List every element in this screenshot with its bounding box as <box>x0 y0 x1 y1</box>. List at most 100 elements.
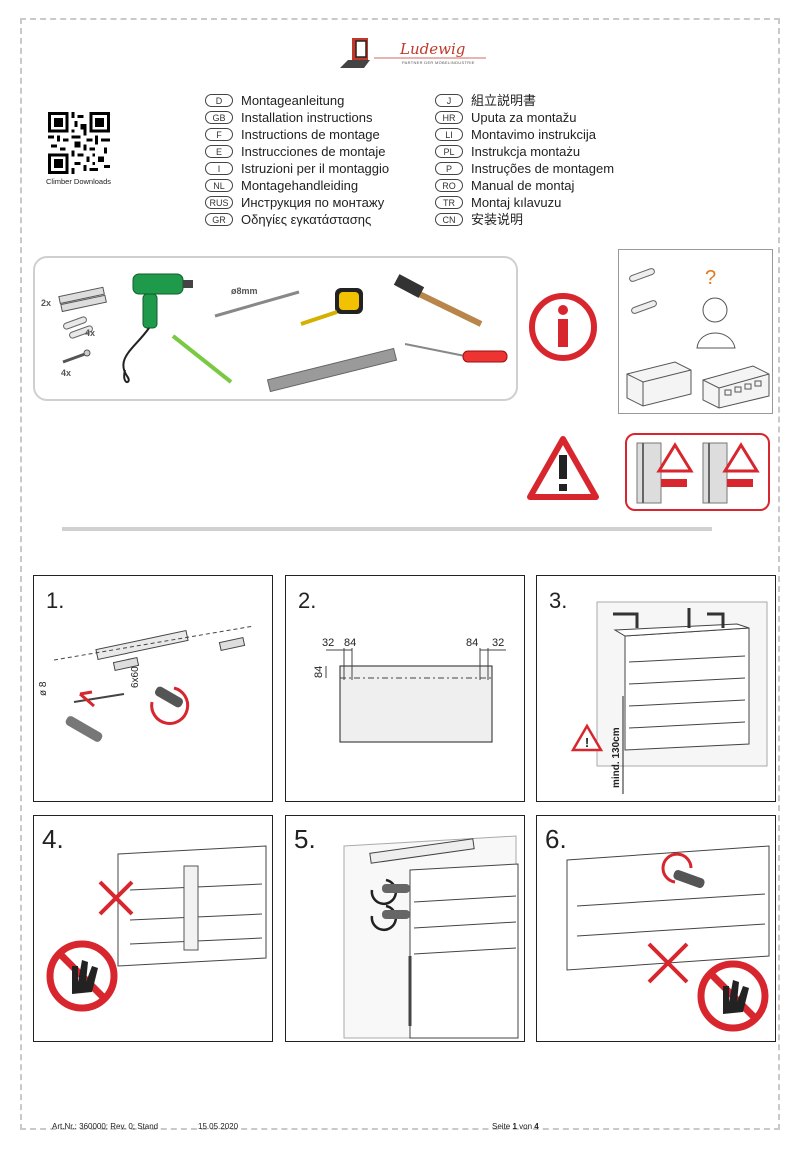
footer-article: Art.Nr.: 360000; Rev. 0; Stand <box>52 1122 159 1131</box>
language-row: D Montageanleitung <box>205 92 389 109</box>
language-title: Uputa za montažu <box>471 110 577 125</box>
dimension-label: 32 <box>492 637 504 649</box>
language-code: CN <box>435 213 463 226</box>
screwdriver-icon <box>154 686 184 708</box>
hidden-cables-warning-panel <box>625 433 770 511</box>
cabinet-outline <box>339 665 493 743</box>
drill-icon <box>65 716 103 742</box>
svg-text:!: ! <box>585 735 589 750</box>
spirit-level-icon <box>266 347 398 393</box>
no-touch-icon <box>46 940 118 1012</box>
language-row: LI Montavimo instrukcija <box>435 126 614 143</box>
step-number: 4. <box>42 824 64 854</box>
screwdriver-icon <box>382 910 410 919</box>
language-row: P Instruções de montagem <box>435 160 614 177</box>
screwdriver-icon <box>673 869 705 889</box>
cross-icon <box>98 880 134 916</box>
arrow-icon <box>613 612 639 628</box>
step-number: 5. <box>294 824 316 854</box>
step-1-panel: 1. ø 8 6x60 <box>33 575 273 802</box>
hollow-brick-icon <box>702 365 770 409</box>
rotate-arrow-icon <box>370 904 398 932</box>
hidden-cables-illustration <box>636 442 760 504</box>
warning-icon <box>570 723 604 752</box>
step-4-panel: 4. <box>33 815 273 1042</box>
warning-icon <box>527 436 599 500</box>
language-list-left: D Montageanleitung GB Installation instruc… <box>205 92 389 228</box>
tools-panel: 2x 4x 4x ø8mm <box>33 256 518 401</box>
pencil-icon <box>171 334 233 384</box>
language-code: LI <box>435 128 463 141</box>
language-title: Installation instructions <box>241 110 373 125</box>
step-3-panel: 3. ! mind. 130cm <box>536 575 776 802</box>
language-code: P <box>435 162 463 175</box>
step-4-illustration <box>46 845 267 1012</box>
language-row: GB Installation instructions <box>205 109 389 126</box>
step-1-illustration: ø 8 6x60 <box>38 625 255 742</box>
plug-quantity: 4x <box>85 328 96 338</box>
screw-quantity: 4x <box>61 368 72 378</box>
rotate-arrow-icon <box>661 852 693 884</box>
dimension-label: 84 <box>344 637 356 649</box>
brand-name: Ludewig <box>400 40 466 58</box>
spirit-level-icon <box>369 838 475 864</box>
step-6-panel: 6. <box>536 815 776 1042</box>
language-title: Instrukcja montażu <box>471 144 581 159</box>
tape-measure-icon <box>300 288 363 326</box>
wall-plug-icon <box>629 268 657 314</box>
qr-caption: Climber Downloads <box>46 177 112 186</box>
step-number: 6. <box>545 824 567 854</box>
language-title: Montageanleitung <box>241 93 345 108</box>
language-code: NL <box>205 179 233 192</box>
cabinet-icon <box>613 623 750 751</box>
diameter-label: ø 8 <box>38 681 49 696</box>
cabinet-icon <box>409 863 519 1039</box>
language-code: F <box>205 128 233 141</box>
language-row: PL Instrukcja montażu <box>435 143 614 160</box>
page-total: 4 <box>534 1122 539 1131</box>
rotate-arrow-icon <box>150 686 190 725</box>
step-number: 3. <box>549 588 568 613</box>
step-5-illustration <box>343 835 519 1039</box>
brand-logo <box>340 38 486 68</box>
language-code: GB <box>205 111 233 124</box>
page-prefix: Seite <box>492 1122 511 1131</box>
qr-code[interactable] <box>48 112 110 174</box>
question-person-icon: ? <box>696 267 736 349</box>
language-row: J 組立説明書 <box>435 92 614 109</box>
language-code: J <box>435 94 463 107</box>
wall-type-illustration: ? <box>626 267 770 409</box>
language-title: Instrucciones de montaje <box>241 144 386 159</box>
solid-brick-icon <box>626 361 692 407</box>
language-title: 組立説明書 <box>471 93 537 108</box>
cross-icon <box>647 942 689 984</box>
language-code: D <box>205 94 233 107</box>
rail-quantity: 2x <box>41 298 52 308</box>
language-title: Инструкция по монтажу <box>241 195 385 210</box>
language-code: PL <box>435 145 463 158</box>
cabinet-icon <box>566 845 770 971</box>
drill-bit-size: ø8mm <box>231 286 258 296</box>
step-number: 1. <box>46 588 65 613</box>
language-title: Montavimo instrukcija <box>471 127 596 142</box>
arrow-icon <box>183 865 199 951</box>
info-icon <box>529 293 597 361</box>
drill-icon <box>122 273 193 383</box>
page-frame <box>20 18 780 1130</box>
step-2-dimension-drawing: 32 84 84 32 84 <box>313 637 506 743</box>
language-title: Instruções de montagem <box>471 161 615 176</box>
language-title: Manual de montaj <box>471 178 575 193</box>
wall-type-panel: ? <box>618 249 773 414</box>
hammer-icon <box>393 274 483 327</box>
section-divider <box>62 527 712 531</box>
step-6-illustration <box>566 845 770 1032</box>
step-3-illustration: ! mind. 130cm <box>570 601 768 794</box>
